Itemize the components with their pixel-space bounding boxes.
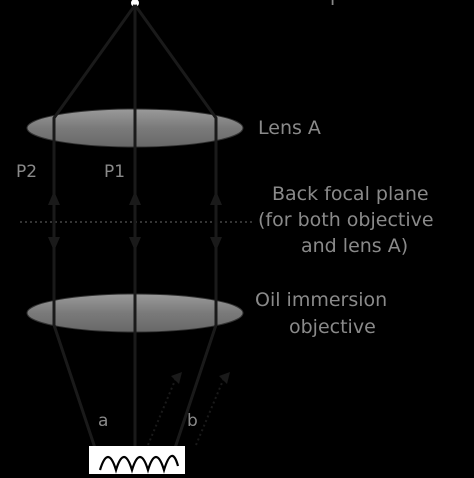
back-focal-plane-label-line3: and lens A)	[301, 235, 409, 257]
arrows-left	[48, 191, 60, 251]
objective-label-line2: objective	[289, 316, 376, 338]
light-source-box	[89, 446, 185, 478]
path-p1-label: P1	[104, 162, 126, 182]
arrow-up-right	[210, 191, 222, 205]
objective-label-line1: Oil immersion	[255, 289, 388, 311]
top-partial-label: r	[330, 0, 338, 10]
arrow-down-right	[210, 237, 222, 251]
emission-arrow-2	[219, 372, 230, 384]
arrow-up-left	[48, 191, 60, 205]
ray-p2	[52, 4, 137, 449]
emission-arrow-1	[171, 372, 182, 384]
arrow-up-center	[129, 191, 141, 205]
arrow-down-center	[129, 237, 141, 251]
waveform-icon	[98, 454, 180, 474]
ray-b-label: b	[187, 411, 198, 431]
arrows-right	[210, 191, 222, 251]
lens-a-label: Lens A	[258, 117, 321, 139]
arrow-down-left	[48, 237, 60, 251]
arrows-center	[129, 191, 141, 251]
back-focal-plane-label-line1: Back focal plane	[272, 183, 429, 205]
ray-right	[133, 4, 218, 449]
ray-a-label: a	[98, 411, 109, 431]
path-p2-label: P2	[16, 162, 38, 182]
emission-ray-2	[195, 377, 225, 446]
back-focal-plane-label-line2: (for both objective	[258, 209, 434, 231]
emission-ray-1	[147, 377, 177, 446]
